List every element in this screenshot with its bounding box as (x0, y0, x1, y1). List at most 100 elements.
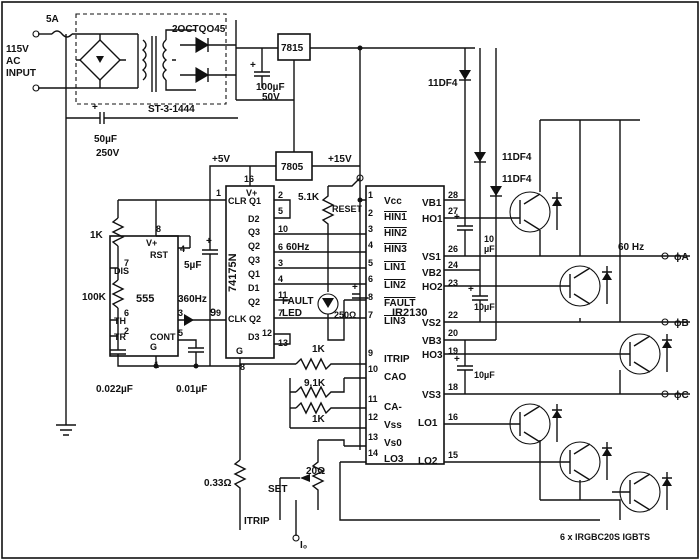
pin-vb2: VB2 (422, 268, 442, 279)
cb1-label-2: µF (484, 244, 495, 254)
plus-sign: + (206, 236, 212, 247)
pin-num-7: 7 (368, 310, 373, 320)
fault-led-label-2: LED (282, 308, 302, 319)
pin-vcc: Vcc (384, 196, 402, 207)
diode-label-1: 11DF4 (428, 78, 458, 89)
led-r-label: 250Ω (334, 310, 356, 320)
fuse-label: 5A (46, 14, 59, 25)
pin-3: 3 (178, 308, 183, 318)
pot-wiper-icon[interactable] (300, 474, 310, 482)
igbt-q4-symbol (510, 405, 541, 443)
pin-7: 7 (124, 258, 129, 268)
phase-a-label: ϕA (674, 252, 689, 263)
pin-num-8: 8 (368, 292, 373, 302)
pin-num-11: 11 (368, 394, 378, 404)
r-shunt-label: 0.33Ω (204, 478, 231, 489)
bootstrap-cap-1 (457, 192, 473, 256)
cnt-pin-5: 5 (278, 206, 283, 216)
pin-fault: FAULT (384, 298, 415, 309)
cb1-label-1: 10 (484, 234, 494, 244)
cap-5uf (202, 200, 218, 366)
phase-b-terminal (661, 318, 669, 326)
output-buffer-icon (184, 314, 194, 326)
pin-lin1: LIN1 (384, 262, 406, 273)
pin-g: G (150, 342, 157, 352)
counter-g: G (236, 346, 243, 356)
wire (165, 29, 196, 91)
wire (279, 477, 300, 520)
pin-itrip: ITRIP (384, 354, 410, 365)
pot-label: 20Ω (306, 466, 325, 477)
wire (236, 47, 280, 88)
pin-num-2: 2 (368, 208, 373, 218)
counter-74175-chip (225, 185, 275, 359)
freq-360: 360Hz (178, 294, 207, 305)
counter-q2: Q2 (248, 241, 260, 251)
ir2130-right-pins: VB1 HO1 VS1 VB2 HO2 VS2 VB3 HO3 VS3 LO1 … (418, 198, 443, 467)
ir2130-chip (365, 185, 445, 465)
counter-vplus: V+ (246, 188, 257, 198)
cap-out-label-1: 100µF (256, 82, 285, 93)
junction (193, 363, 199, 369)
counter-q2b: Q2 (248, 297, 260, 307)
pin-vs2: VS2 (422, 318, 441, 329)
fault-led-diode (322, 298, 334, 308)
junction (357, 197, 363, 203)
pin-num-19: 19 (448, 346, 458, 356)
resistor-shunt (233, 459, 247, 530)
cnt-pin-9: 9 (216, 308, 221, 318)
igbt-q6-diode-wire (662, 472, 672, 510)
r-ca1-label: 9.1K (304, 378, 326, 389)
counter-q1: Q1 (248, 269, 260, 279)
cap-5-label: 5µF (184, 260, 201, 271)
r-reset-label: 5.1K (298, 192, 320, 203)
plus-sign: + (250, 60, 256, 71)
pin-num-10: 10 (368, 364, 378, 374)
counter-output-wires (274, 199, 366, 345)
igbt-q1-symbol (510, 193, 541, 231)
reset-switch-terminal[interactable] (356, 174, 364, 182)
wire (76, 34, 126, 88)
cnt-pin-11: 11 (278, 290, 288, 300)
igbt-q2-diode-wire (602, 266, 612, 304)
wire (289, 378, 296, 428)
cnt-pin-12: 12 (262, 328, 272, 338)
wire (209, 48, 361, 450)
igbt-q1 (509, 191, 551, 233)
reset-label: RESET (332, 204, 363, 214)
counter-clr: CLR Q1 (228, 196, 261, 206)
resistor-100k (111, 279, 125, 309)
ir2130-left-pins: Vcc HIN1 HIN2 HIN3 LIN1 LIN2 FAULT LIN3 … (384, 196, 415, 465)
pin-lo3: LO3 (384, 454, 404, 465)
pin-tr: TR (114, 332, 126, 342)
ground-wire (56, 100, 76, 436)
pin-vb1: VB1 (422, 198, 442, 209)
ir2130-right-wires (444, 199, 690, 463)
div-label: 9 (210, 307, 216, 319)
cnt-pin-1: 1 (216, 188, 221, 198)
phase-c-label: ϕC (674, 390, 689, 401)
input-terminal-1 (32, 30, 40, 38)
pin-ho2: HO2 (422, 282, 443, 293)
cnt-pin-4: 4 (278, 274, 283, 284)
transformer-core (151, 36, 157, 92)
reset-switch[interactable] (328, 177, 361, 187)
pin-vb3: VB3 (422, 336, 442, 347)
itrip-label: ITRIP (244, 516, 270, 527)
pin-num-6: 6 (368, 274, 373, 284)
phase-a-terminal (661, 252, 669, 260)
pin-num-26: 26 (448, 244, 458, 254)
diode-1 (195, 37, 210, 53)
ir2130-right-pin-numbers: 28 27 26 24 23 22 20 19 18 16 15 (448, 190, 458, 460)
cnt-pin-8: 8 (240, 362, 245, 372)
pin-lin2: LIN2 (384, 280, 406, 291)
cap-timing (110, 349, 240, 367)
wire (236, 47, 475, 125)
c-cont-label: 0.01µF (176, 384, 207, 395)
pin-num-4: 4 (368, 240, 373, 250)
cb3-label: 10µF (474, 370, 495, 380)
pin-num-28: 28 (448, 190, 458, 200)
counter-d3: D3 (248, 332, 260, 342)
